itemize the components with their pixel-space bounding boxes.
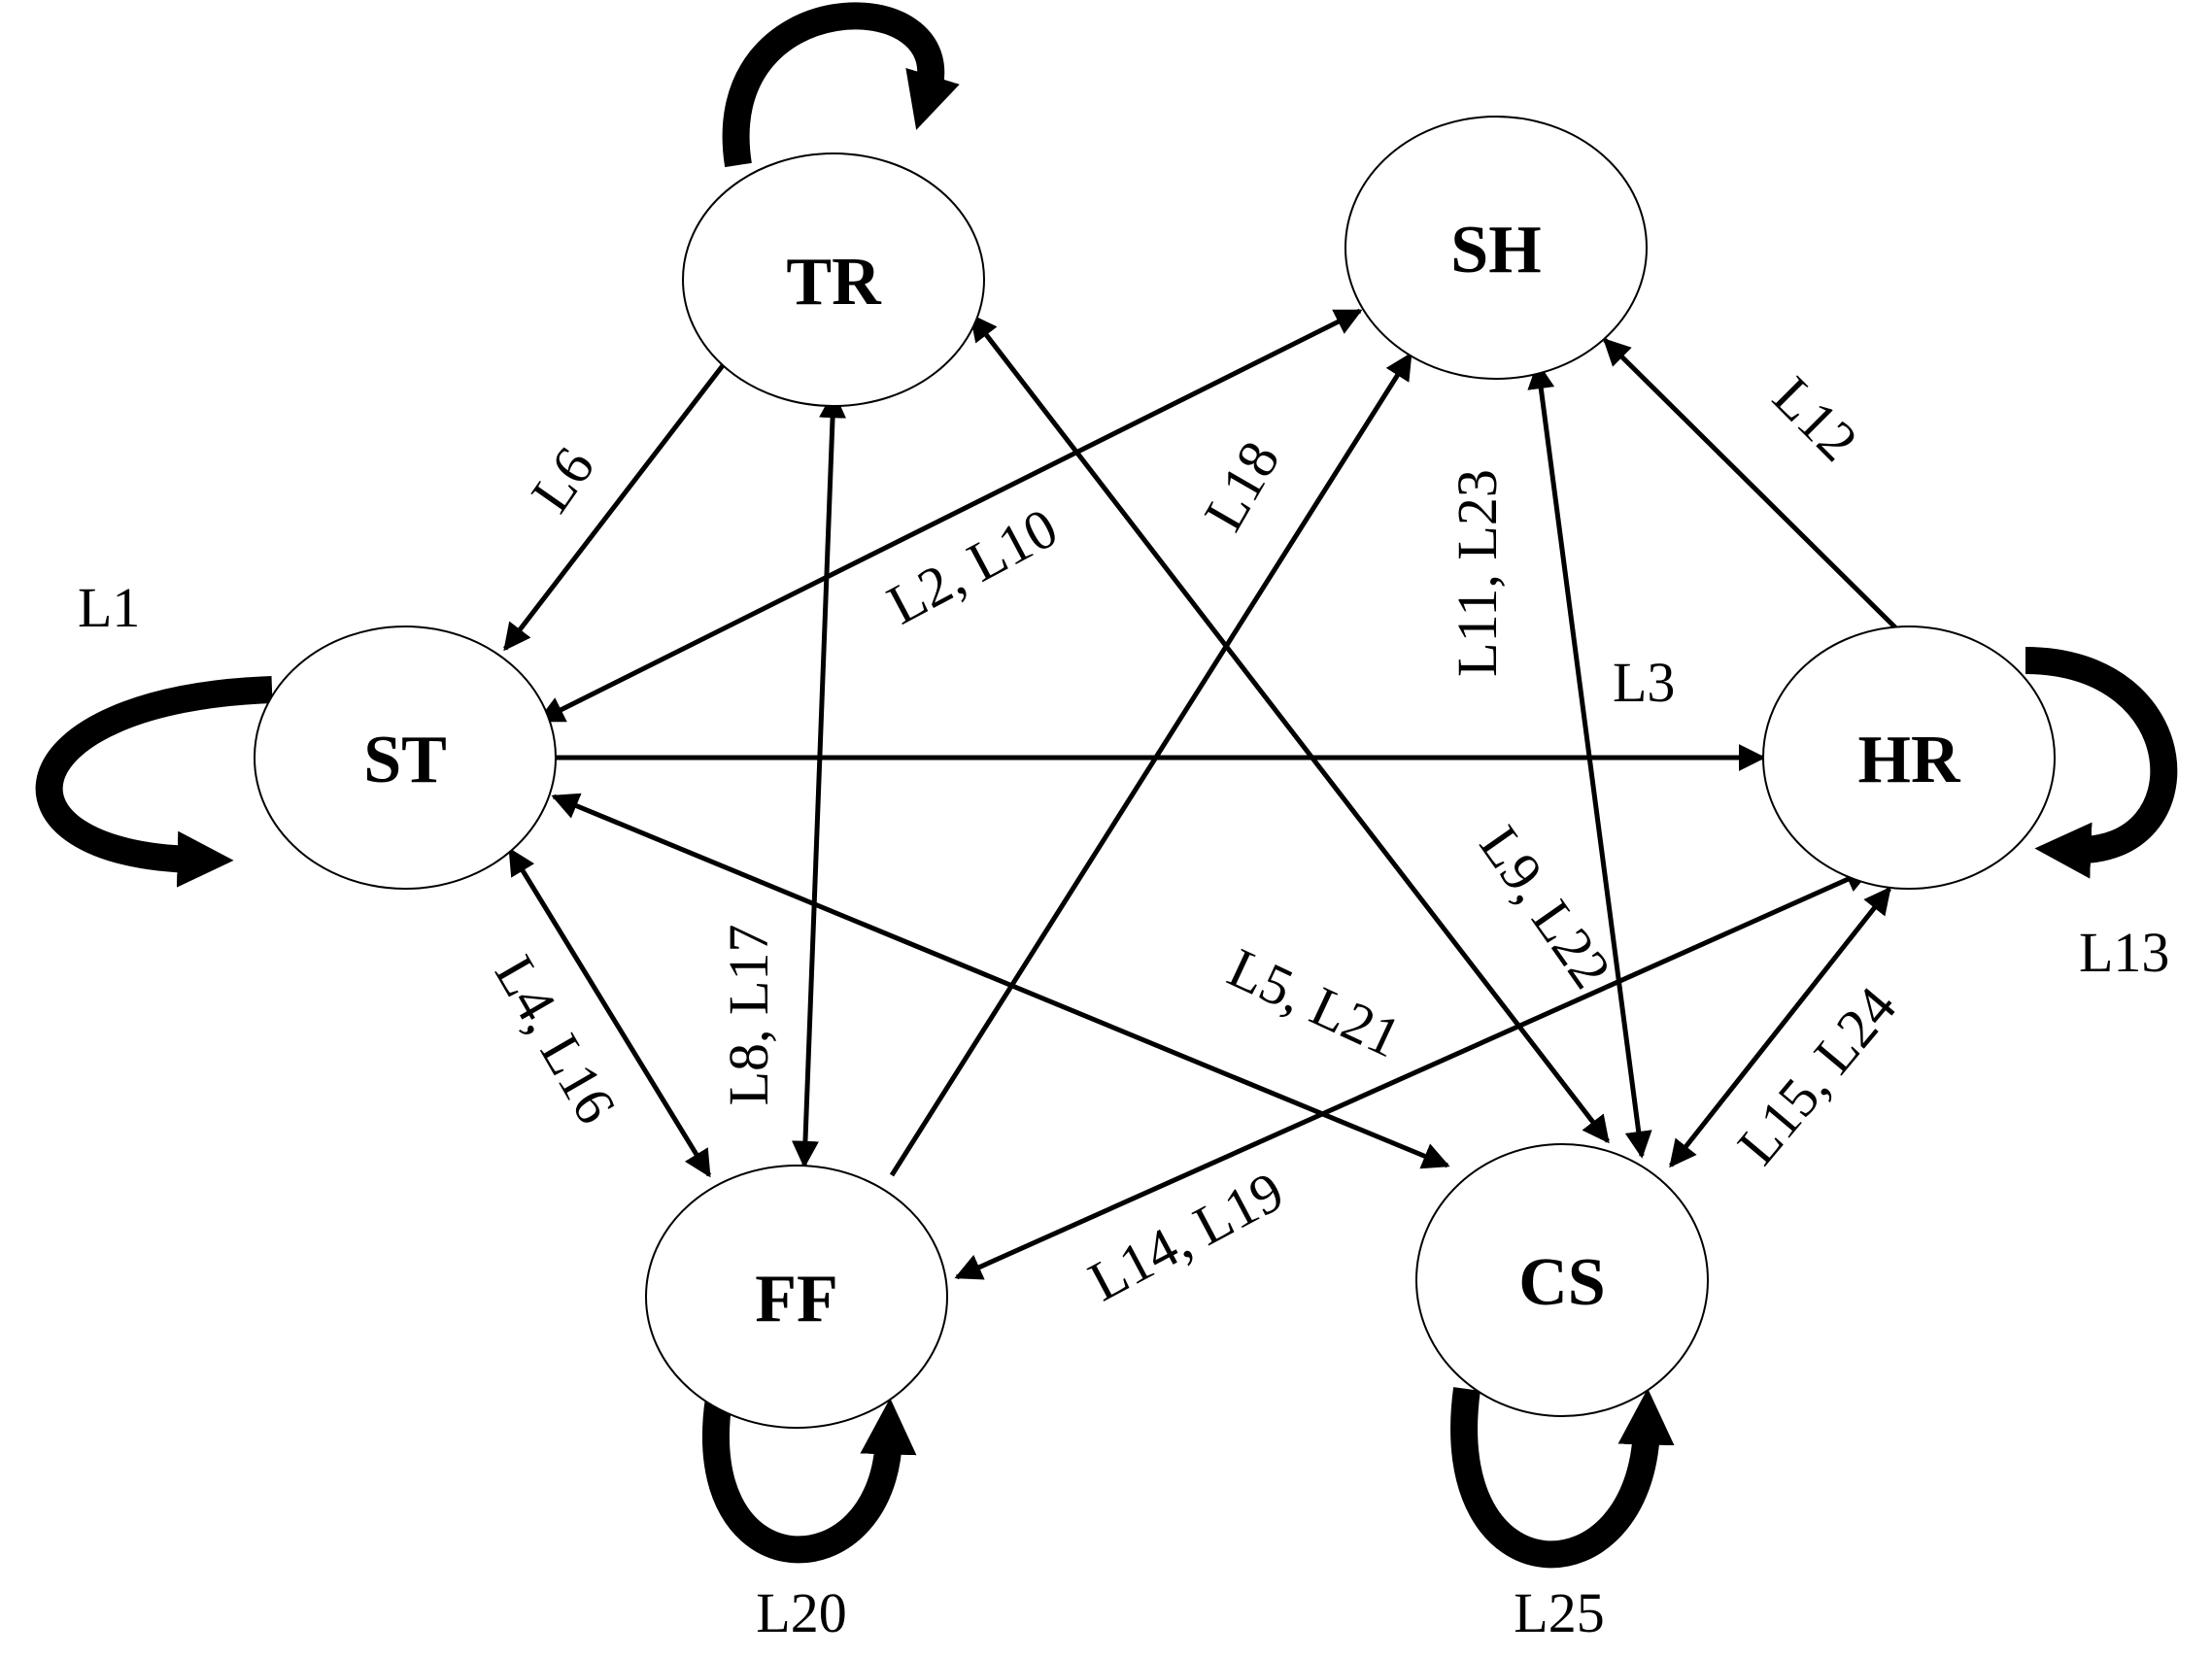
edge-label-l20: L20 bbox=[756, 1581, 846, 1644]
node-sh-label: SH bbox=[1450, 213, 1541, 287]
edge-label-l6: L6 bbox=[519, 436, 606, 524]
node-sh: SH bbox=[1344, 116, 1648, 380]
edge-label-l12: L12 bbox=[1761, 364, 1870, 473]
edge-label-l4-l16: L4, L16 bbox=[483, 945, 629, 1133]
edge-label-l11-l23: L11, L23 bbox=[1446, 469, 1509, 677]
loop-ff bbox=[702, 1396, 917, 1564]
node-ff-label: FF bbox=[755, 1262, 838, 1336]
edge-ff-sh bbox=[889, 352, 1413, 1177]
node-st-label: ST bbox=[363, 723, 447, 797]
edge-label-l15-l24: L15, L24 bbox=[1725, 975, 1909, 1176]
edge-label-l25: L25 bbox=[1514, 1581, 1604, 1644]
loop-cs bbox=[1450, 1387, 1675, 1569]
edge-tr-st bbox=[503, 362, 726, 652]
loop-tr bbox=[722, 2, 960, 168]
edge-hr-cs bbox=[1669, 886, 1891, 1168]
node-tr-label: TR bbox=[786, 245, 882, 320]
edge-label-l13: L13 bbox=[2079, 921, 2169, 984]
edge-label-l3: L3 bbox=[1613, 651, 1675, 714]
edge-label-l18: L18 bbox=[1192, 431, 1292, 541]
node-hr: HR bbox=[1762, 626, 2056, 890]
edge-label-l8-l17: L8, L17 bbox=[717, 925, 780, 1106]
edge-label-l14-l19: L14, L19 bbox=[1078, 1159, 1293, 1313]
node-cs-label: CS bbox=[1518, 1245, 1605, 1320]
node-ff: FF bbox=[645, 1165, 948, 1429]
node-hr-label: HR bbox=[1858, 723, 1961, 797]
node-st: ST bbox=[254, 626, 557, 890]
edge-hr-ff bbox=[954, 866, 1873, 1280]
edge-label-l2-l10: L2, L10 bbox=[877, 495, 1068, 636]
loop-hr bbox=[2025, 647, 2178, 879]
node-cs: CS bbox=[1415, 1143, 1709, 1417]
edge-label-l5-l21: L5, L21 bbox=[1219, 935, 1411, 1069]
edge-hr-sh bbox=[1603, 338, 1901, 633]
node-tr: TR bbox=[682, 152, 985, 407]
edge-tr-ff bbox=[791, 390, 847, 1168]
edge-label-l1: L1 bbox=[78, 576, 140, 639]
loop-st bbox=[35, 676, 273, 888]
